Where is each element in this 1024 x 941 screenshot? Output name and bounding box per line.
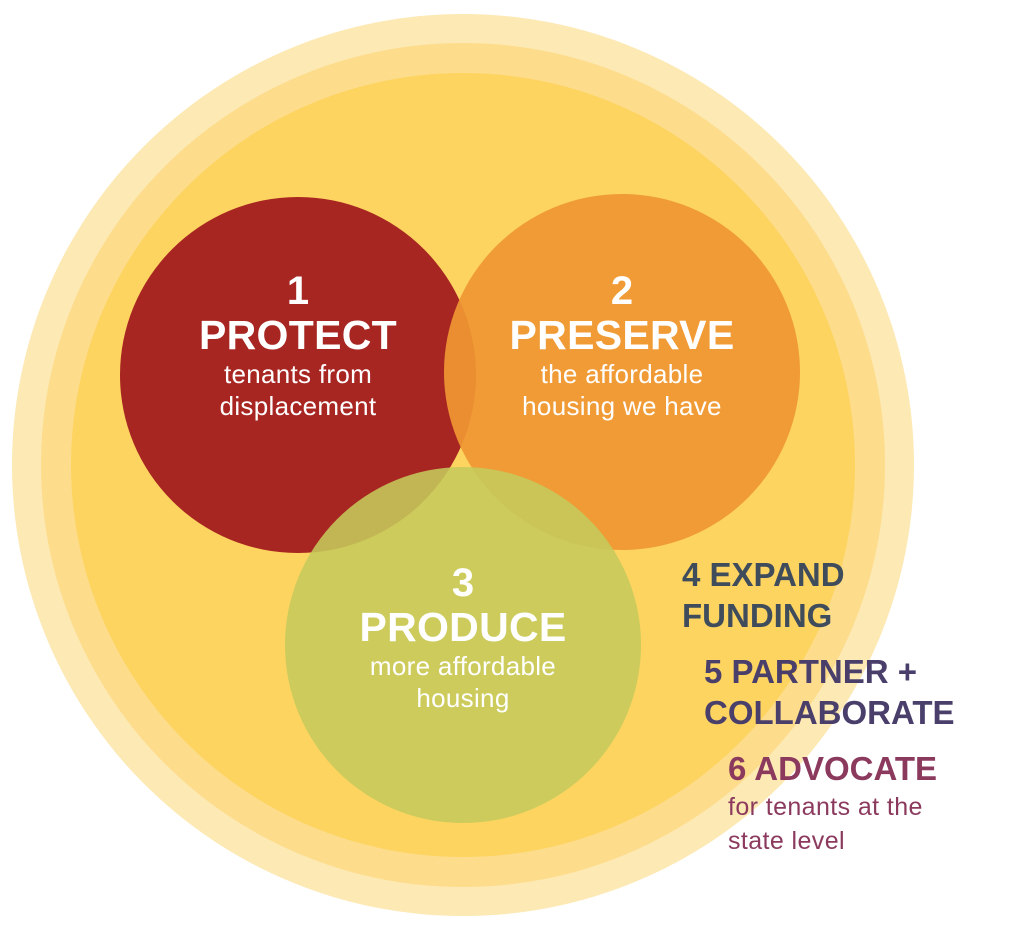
advocate-heading: 6 ADVOCATE	[728, 750, 938, 787]
produce-circle	[285, 467, 641, 823]
produce-subtitle-line-1: more affordable	[369, 651, 557, 681]
expand-funding-line-2: FUNDING	[682, 597, 833, 634]
protect-number: 1	[286, 269, 310, 313]
produce-label: 3 PRODUCE more affordable housing	[313, 562, 613, 714]
protect-heading: PROTECT	[199, 312, 397, 358]
protect-circle	[120, 197, 476, 553]
protect-subtitle-line-1: tenants from	[223, 359, 373, 389]
protect-label: 1 PROTECT tenants from displacement	[158, 270, 438, 422]
preserve-heading: PRESERVE	[509, 312, 735, 358]
advocate-subtitle-line-2: state level	[728, 827, 845, 855]
partner-collaborate-line-1: 5 PARTNER +	[704, 653, 918, 690]
preserve-circle	[444, 194, 800, 550]
partner-collaborate-line-2: COLLABORATE	[704, 694, 955, 731]
produce-subtitle-line-2: housing	[416, 683, 510, 713]
preserve-subtitle-line-1: the affordable	[540, 359, 704, 389]
advocate-subtitle-line-1: for tenants at the	[728, 793, 923, 821]
expand-funding-line-1: 4 EXPAND	[682, 556, 845, 593]
preserve-subtitle-line-2: housing we have	[522, 391, 722, 421]
preserve-label: 2 PRESERVE the affordable housing we hav…	[472, 270, 772, 422]
protect-subtitle-line-2: displacement	[219, 391, 377, 421]
preserve-number: 2	[610, 269, 634, 313]
produce-number: 3	[451, 561, 475, 605]
produce-heading: PRODUCE	[359, 604, 567, 650]
